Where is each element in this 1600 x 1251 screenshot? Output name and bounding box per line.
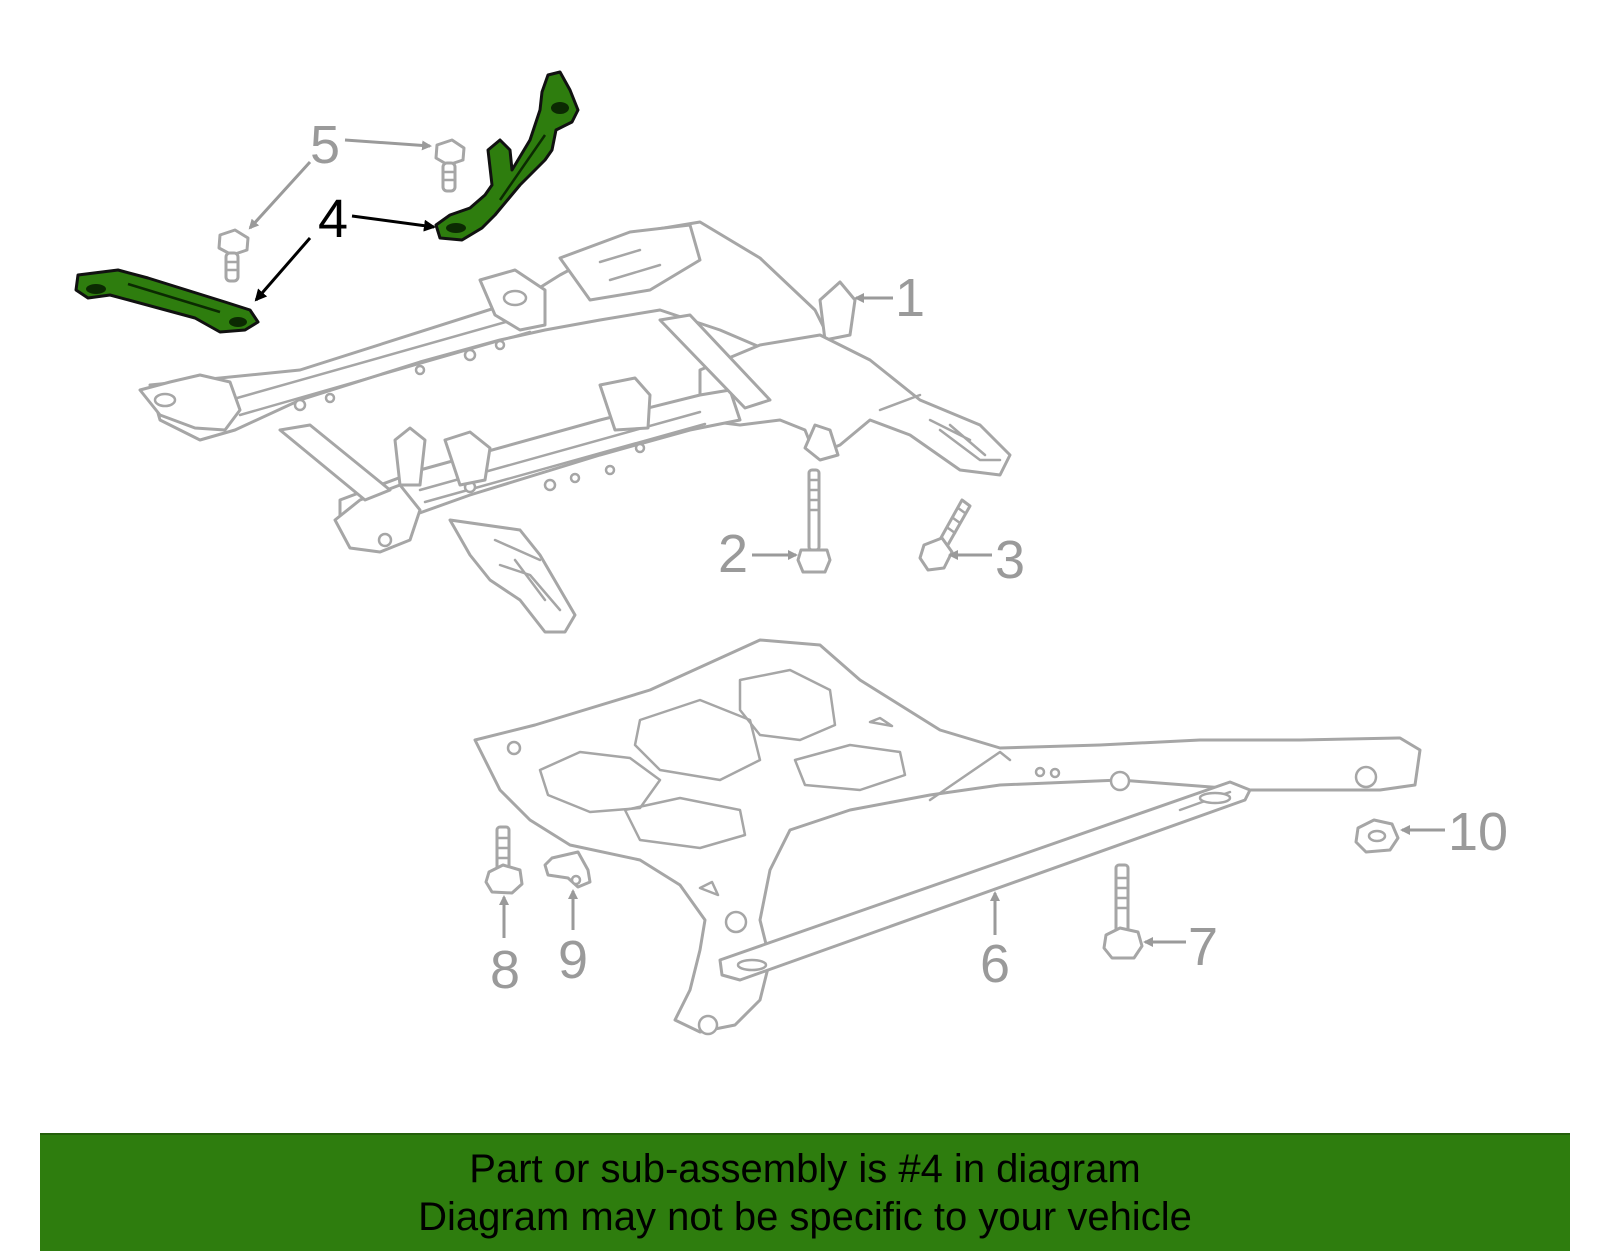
- leader-5-upper: [344, 138, 432, 151]
- callout-5: 5: [310, 115, 340, 175]
- leader-4-left: [254, 237, 312, 302]
- callout-8: 8: [490, 940, 520, 1000]
- bolt-part-8: [484, 825, 524, 895]
- brace-part-4-left: [74, 268, 260, 334]
- brace-part-4-right: [434, 70, 580, 242]
- bolt-part-3: [918, 498, 972, 572]
- crossmember-part-1: [138, 220, 1012, 634]
- info-banner: Part or sub-assembly is #4 in diagram Di…: [40, 1133, 1570, 1251]
- banner-line-part: Part or sub-assembly is #4 in diagram: [469, 1147, 1141, 1191]
- banner-line-disclaimer: Diagram may not be specific to your vehi…: [418, 1195, 1192, 1239]
- callout-9: 9: [558, 930, 588, 990]
- callout-10: 10: [1448, 802, 1508, 862]
- clip-part-9: [543, 850, 592, 889]
- callout-1: 1: [895, 268, 925, 328]
- bolt-part-5-upper: [434, 138, 466, 193]
- callout-6: 6: [980, 934, 1010, 994]
- callout-3: 3: [995, 530, 1025, 590]
- parts-diagram: 1 2 3 4 5: [74, 70, 1508, 1036]
- callout-2: 2: [718, 524, 748, 584]
- nut-part-10: [1354, 818, 1400, 854]
- leader-5-lower: [248, 160, 312, 230]
- callout-4: 4: [318, 189, 348, 249]
- shield-part-6: [473, 638, 1422, 1036]
- callout-7: 7: [1188, 917, 1218, 977]
- bolt-part-7: [1102, 863, 1144, 960]
- bolt-part-5-lower: [217, 228, 250, 283]
- leader-4-right: [351, 214, 436, 232]
- bolt-part-2: [796, 468, 832, 574]
